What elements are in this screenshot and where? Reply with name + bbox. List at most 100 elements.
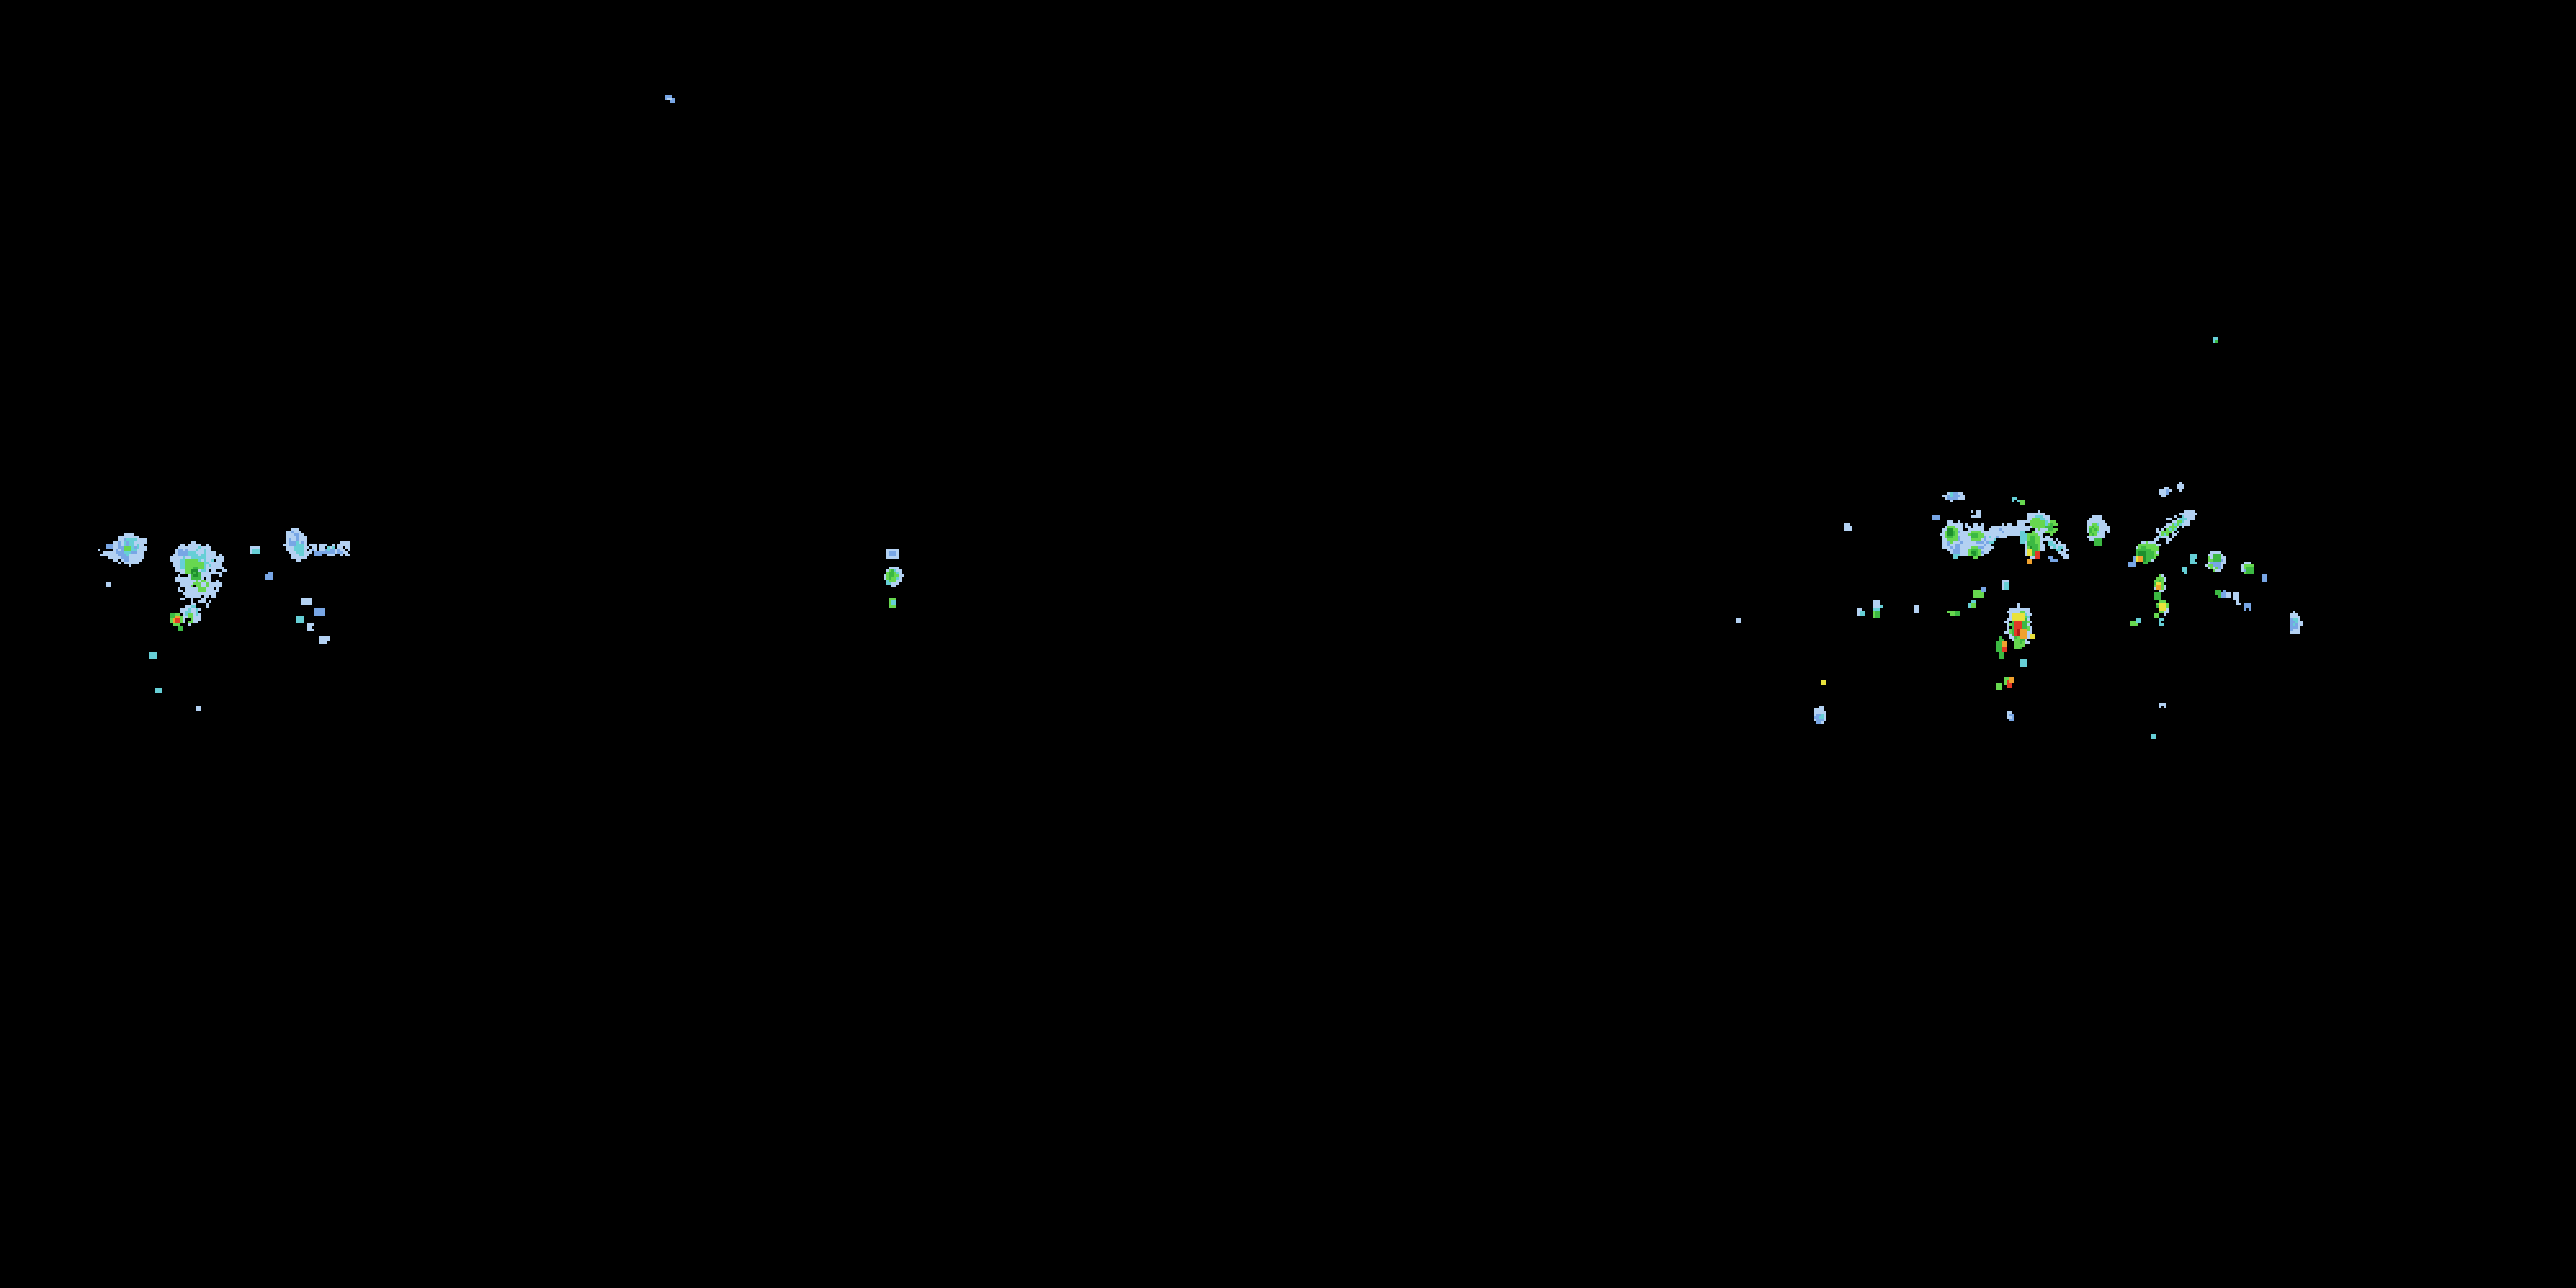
radar-echo-cell — [889, 572, 894, 574]
radar-echo-cell — [309, 549, 312, 551]
radar-echo-cell — [2012, 634, 2014, 636]
radar-echo-cell — [1955, 533, 1958, 536]
radar-echo-cell — [1996, 683, 2002, 685]
radar-echo-cell — [175, 621, 180, 623]
radar-echo-cell — [1999, 652, 2004, 654]
radar-echo-cell — [2030, 556, 2035, 559]
radar-echo-cell — [204, 559, 206, 562]
radar-echo-cell — [170, 559, 180, 562]
radar-echo-cell — [2002, 585, 2004, 587]
radar-echo-cell — [2009, 680, 2014, 683]
radar-echo-cell — [183, 613, 185, 616]
radar-echo-cell — [2027, 613, 2032, 616]
radar-echo-cell — [1950, 551, 1953, 554]
radar-echo-cell — [2056, 546, 2058, 549]
radar-echo-cell — [889, 605, 896, 608]
radar-echo-cell — [283, 544, 289, 546]
radar-echo-cell — [198, 572, 201, 574]
radar-echo-cell — [2177, 526, 2179, 528]
radar-echo-cell — [108, 556, 121, 559]
radar-echo-cell — [196, 706, 201, 708]
radar-echo-cell — [2159, 623, 2164, 626]
radar-echo-cell — [2009, 719, 2014, 721]
radar-echo-cell — [2138, 544, 2156, 546]
radar-echo-cell — [2184, 515, 2195, 518]
radar-echo-cell — [291, 554, 299, 556]
radar-echo-cell — [2169, 528, 2172, 531]
radar-echo-cell — [191, 585, 193, 587]
radar-echo-cell — [206, 582, 209, 585]
radar-echo-cell — [2009, 631, 2012, 634]
radar-echo-cell — [2262, 580, 2267, 582]
radar-echo-cell — [2020, 611, 2025, 613]
radar-echo-cell — [252, 551, 260, 554]
radar-echo-cell — [340, 554, 343, 556]
radar-echo-cell — [889, 574, 894, 577]
radar-echo-cell — [2087, 536, 2105, 538]
radar-echo-cell — [2020, 531, 2025, 533]
radar-echo-cell — [894, 572, 896, 574]
radar-echo-cell — [1914, 611, 1919, 613]
radar-echo-cell — [2156, 528, 2159, 531]
radar-echo-cell — [1973, 526, 1984, 528]
radar-echo-cell — [2017, 634, 2020, 636]
radar-echo-cell — [175, 580, 196, 582]
radar-echo-cell — [2020, 665, 2027, 667]
radar-echo-cell — [2174, 528, 2177, 531]
radar-echo-cell — [299, 541, 301, 544]
radar-echo-cell — [209, 564, 211, 567]
radar-echo-cell — [2182, 569, 2187, 572]
radar-echo-cell — [129, 554, 144, 556]
radar-echo-cell — [2004, 683, 2007, 685]
radar-echo-cell — [2004, 585, 2009, 587]
radar-echo-cell — [1945, 526, 1947, 528]
radar-echo-cell — [289, 541, 296, 544]
radar-echo-cell — [2154, 554, 2159, 556]
radar-echo-cell — [889, 603, 891, 605]
radar-echo-cell — [1953, 531, 1955, 533]
radar-echo-cell — [2020, 647, 2022, 649]
radar-echo-cell — [1960, 531, 1971, 533]
radar-echo-cell — [2050, 523, 2053, 526]
radar-echo-cell — [180, 616, 183, 618]
radar-echo-cell — [1953, 556, 1958, 559]
radar-echo-cell — [2190, 559, 2195, 562]
radar-echo-cell — [1875, 611, 1880, 613]
radar-echo-cell — [175, 577, 191, 580]
radar-echo-cell — [196, 613, 198, 616]
radar-echo-cell — [1816, 719, 1824, 721]
radar-echo-cell — [2159, 600, 2166, 603]
radar-echo-cell — [191, 600, 193, 603]
radar-echo-cell — [889, 551, 896, 554]
radar-echo-cell — [2020, 500, 2025, 502]
radar-echo-cell — [1984, 544, 1986, 546]
radar-echo-cell — [180, 567, 185, 569]
radar-echo-cell — [121, 559, 124, 562]
radar-echo-cell — [1821, 714, 1824, 716]
radar-echo-cell — [173, 554, 178, 556]
radar-echo-cell — [891, 603, 896, 605]
radar-echo-cell — [314, 551, 335, 554]
radar-echo-cell — [198, 549, 204, 551]
radar-echo-cell — [2223, 590, 2226, 592]
radar-echo-cell — [2027, 634, 2030, 636]
radar-echo-cell — [2298, 623, 2303, 626]
radar-echo-cell — [2290, 631, 2300, 634]
radar-echo-cell — [2177, 487, 2184, 489]
radar-echo-cell — [206, 569, 209, 572]
radar-echo-cell — [2215, 592, 2221, 595]
radar-echo-cell — [124, 533, 134, 536]
radar-echo-cell — [188, 574, 191, 577]
radar-echo-cell — [2022, 641, 2025, 644]
radar-echo-cell — [2099, 528, 2110, 531]
radar-echo-cell — [2146, 556, 2154, 559]
radar-echo-cell — [2215, 569, 2221, 572]
radar-echo-cell — [2154, 585, 2156, 587]
radar-echo-cell — [201, 559, 204, 562]
radar-echo-cell — [1996, 688, 2002, 690]
radar-echo-cell — [2154, 538, 2159, 541]
radar-echo-cell — [2213, 554, 2221, 556]
radar-echo-cell — [2025, 618, 2027, 621]
radar-echo-cell — [98, 549, 100, 551]
radar-echo-cell — [307, 629, 314, 631]
